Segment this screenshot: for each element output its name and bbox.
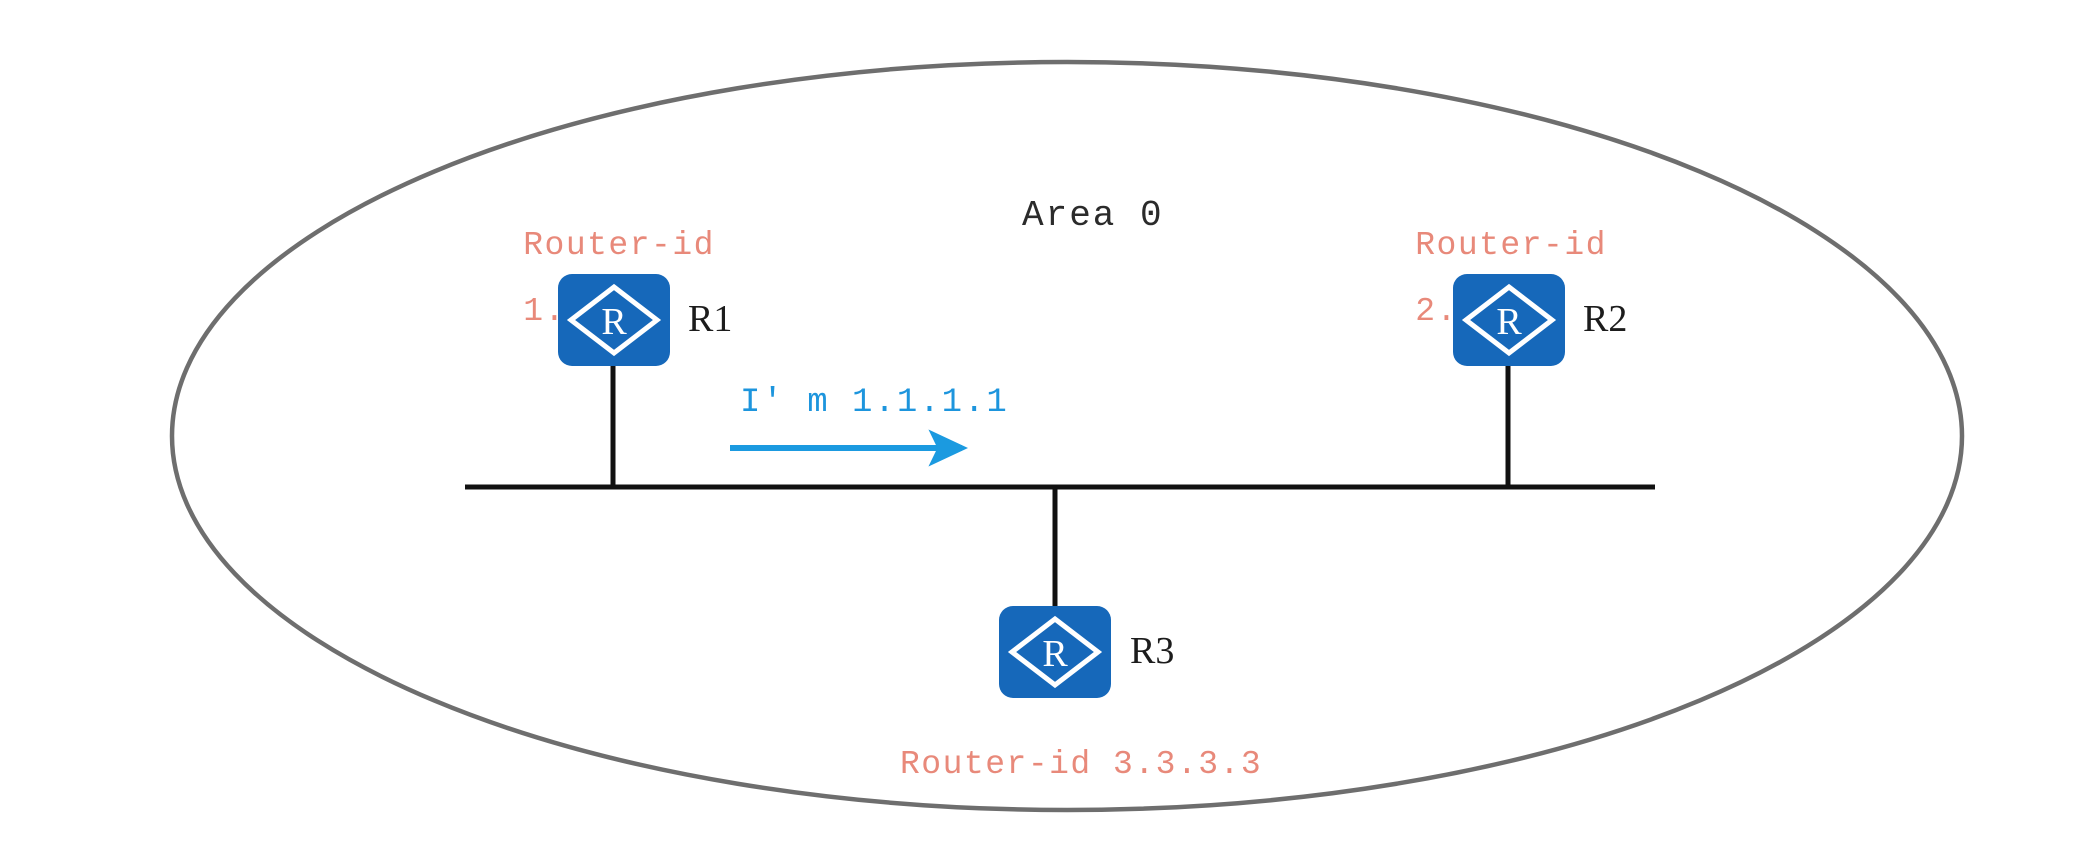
svg-text:R: R	[1042, 633, 1068, 675]
svg-text:R: R	[1496, 301, 1522, 343]
svg-text:R: R	[601, 301, 627, 343]
router-icon-r3[interactable]: R	[997, 604, 1113, 700]
router-id-label-r2-line1: Router-id	[1415, 227, 1607, 264]
router-id-label-r1-line1: Router-id	[523, 227, 715, 264]
router-glyph-r2: R	[1453, 274, 1565, 366]
area-label: Area 0	[1022, 195, 1164, 236]
router-glyph-r1: R	[558, 274, 670, 366]
area-boundary-ellipse	[169, 59, 1965, 813]
router-icon-r2[interactable]: R	[1451, 272, 1567, 368]
router-id-label-r3: Router-id 3.3.3.3	[900, 746, 1263, 783]
node-label-r1: R1	[688, 298, 733, 340]
node-label-r2: R2	[1583, 298, 1628, 340]
router-icon-r1[interactable]: R	[556, 272, 672, 368]
hello-message-label: I' m 1.1.1.1	[740, 384, 1009, 422]
node-label-r3: R3	[1130, 630, 1175, 672]
router-glyph-r3: R	[999, 606, 1111, 698]
